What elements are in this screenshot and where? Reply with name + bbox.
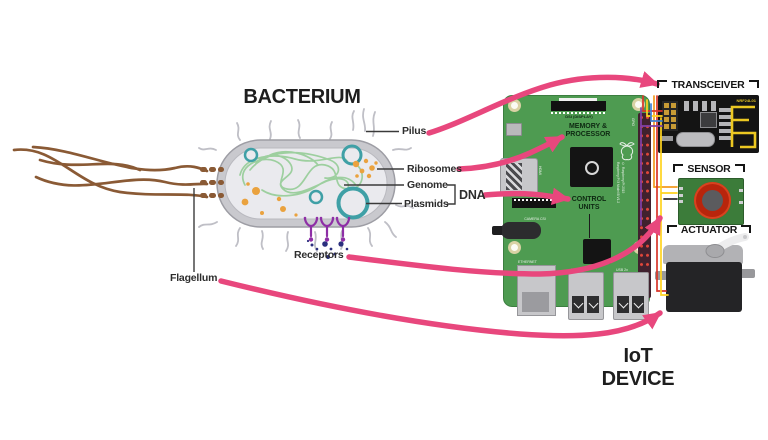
- usb-slot: [587, 296, 599, 313]
- smd-component: [660, 136, 673, 141]
- solder-pad: [739, 201, 743, 204]
- dsi-connector: [551, 98, 606, 111]
- board-silkscreen-text: Raspberry Pi 3 Model B V1.2 © Raspberry …: [616, 162, 625, 203]
- label-dna: DNA: [459, 188, 486, 202]
- run-connector: [506, 123, 522, 136]
- mount-hole: [508, 99, 521, 112]
- smd-component: [693, 101, 698, 111]
- solder-pad: [739, 189, 743, 192]
- servo-body: [666, 262, 742, 312]
- label-flagellum: Flagellum: [170, 272, 218, 284]
- soc-chip: [570, 147, 613, 187]
- hdmi-port-inner: [506, 163, 522, 190]
- smd-component: [719, 122, 732, 126]
- label-pilus: Pilus: [402, 125, 427, 137]
- servo-tab-right: [740, 269, 755, 278]
- pili: [200, 167, 224, 198]
- receptor-bases: [303, 216, 351, 242]
- label-sensor: SENSOR: [672, 163, 746, 175]
- usb-slot: [632, 296, 644, 313]
- label-plasmids: Plasmids: [404, 198, 449, 210]
- control-units-pointer-line: [588, 214, 590, 238]
- solder-pad: [679, 200, 683, 203]
- transceiver-label-text: TRANSCEIVER: [671, 79, 745, 91]
- bracket-icon: [741, 225, 752, 233]
- bacterium-cytoplasm: [224, 147, 388, 220]
- audio-jack-barrel: [492, 226, 502, 235]
- smd-component: [711, 101, 716, 111]
- actuator-label-text: ACTUATOR: [680, 224, 738, 236]
- flagella: [12, 145, 209, 199]
- bacterium-title: BACTERIUM: [243, 86, 361, 108]
- hdmi-label: HDMI: [538, 166, 542, 175]
- sensor-module: [678, 178, 744, 225]
- mount-hole: [508, 241, 521, 254]
- audio-jack: [501, 222, 541, 239]
- ethernet-label: ETHERNET: [518, 260, 537, 264]
- solder-pad: [679, 194, 683, 197]
- bracket-icon: [673, 164, 684, 172]
- smd-component: [719, 129, 732, 133]
- ethernet-port: [517, 265, 556, 316]
- board-copyright-text: © Raspberry Pi 2015: [621, 162, 625, 194]
- iot-device-title: IoT DEVICE: [601, 345, 675, 390]
- board-model-text: Raspberry Pi 3 Model B V1.2: [616, 162, 620, 204]
- usb-port-left: [568, 272, 604, 320]
- soc-ring: [585, 161, 599, 175]
- smd-component: [684, 101, 689, 111]
- memory-processor-line2: PROCESSOR: [565, 131, 611, 139]
- transceiver-module: NRF24L01: [658, 95, 759, 153]
- label-actuator: ACTUATOR: [662, 224, 756, 236]
- dsi-label: DSI (DISPLAY): [565, 113, 593, 119]
- servo-horn-icon: [705, 233, 749, 258]
- label-transceiver: TRANSCEIVER: [655, 79, 761, 91]
- memory-processor-label: MEMORY & PROCESSOR: [546, 123, 630, 140]
- control-units-line2: UNITS: [578, 204, 600, 212]
- control-units-label: CONTROL UNITS: [554, 196, 624, 213]
- pcb-antenna-icon: [730, 105, 757, 149]
- camera-pins: [514, 199, 554, 201]
- memory-processor-line1: MEMORY &: [568, 123, 608, 130]
- sensor-label-text: SENSOR: [687, 163, 731, 175]
- ethernet-port-inner: [522, 292, 549, 312]
- plasmids: [243, 144, 370, 220]
- transceiver-chip-label: NRF24L01: [736, 98, 756, 103]
- usb-slot: [617, 296, 629, 313]
- gpio-header: [638, 113, 651, 298]
- raspberry-logo-icon: [619, 142, 635, 161]
- fimbriae: [198, 108, 414, 252]
- genome-tangle: [239, 150, 364, 197]
- solder-pad: [679, 187, 683, 190]
- crystal-oscillator: [676, 132, 715, 147]
- smd-component: [719, 108, 732, 112]
- bracket-icon: [748, 80, 759, 88]
- label-ribosomes: Ribosomes: [407, 163, 462, 175]
- gpio-label: GPIO: [631, 118, 635, 126]
- rf-chip: [700, 112, 717, 128]
- hdmi-port: [500, 158, 538, 196]
- camera-label: CAMERA CSI: [524, 217, 546, 221]
- smd-component: [719, 115, 732, 119]
- label-genome: Genome: [407, 179, 448, 191]
- smd-component: [702, 101, 707, 111]
- gas-sensor-can: [694, 182, 731, 219]
- gas-sensor-mesh: [702, 190, 723, 211]
- ribosomes: [241, 158, 378, 217]
- control-chip: [583, 239, 611, 264]
- receptors: [303, 217, 351, 238]
- smd-component: [719, 136, 732, 140]
- raspberry-pi-board: GPIO DSI (DISPLAY) HDMI CAMERA CSI MEMOR…: [492, 95, 651, 320]
- usb-port-right: [613, 272, 649, 320]
- bracket-icon: [666, 225, 677, 233]
- mount-hole: [632, 98, 645, 111]
- transceiver-pin-header: [662, 101, 678, 131]
- bacterium-membrane: [216, 139, 396, 228]
- bracket-icon: [657, 80, 668, 88]
- camera-connector: [512, 198, 556, 208]
- control-units-line1: CONTROL: [571, 196, 607, 203]
- bracket-icon: [734, 164, 745, 172]
- dsi-tab: [559, 98, 597, 101]
- label-receptors: Receptors: [294, 249, 344, 261]
- usb-slot: [572, 296, 584, 313]
